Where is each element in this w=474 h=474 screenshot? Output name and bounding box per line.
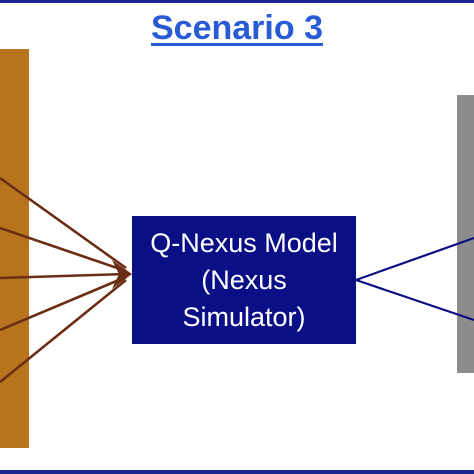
top-border [0,0,474,3]
model-box-line-1: Q-Nexus Model [150,227,338,258]
input-arrowhead [112,260,132,289]
scenario-title: Scenario 3 [151,9,323,47]
input-arrow-2 [0,226,127,273]
input-arrow-5 [0,278,127,384]
output-arrow-1 [355,236,474,282]
output-arrow-2 [355,278,474,322]
model-box-line-3: Simulator) [182,301,306,332]
output-target-bar [457,95,474,373]
input-arrow-4 [0,275,127,332]
bottom-border [0,470,474,474]
q-nexus-model-box: Q-Nexus Model (Nexus Simulator) [132,216,356,344]
model-box-line-2: (Nexus [201,264,287,295]
input-source-bar [0,49,29,448]
input-arrow-1 [0,176,127,270]
input-arrow-3 [0,272,127,280]
